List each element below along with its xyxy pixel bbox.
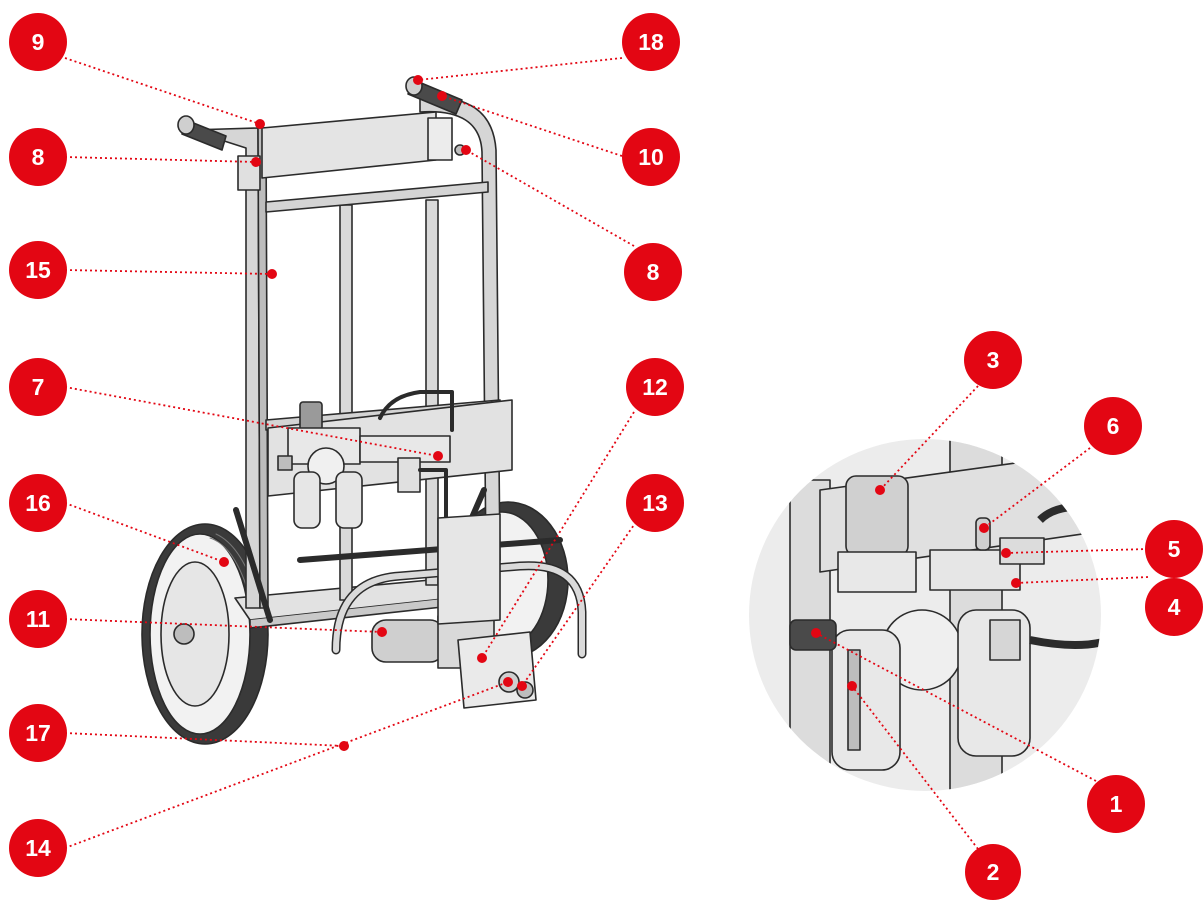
leader-3 [879,385,979,491]
callout-18-label: 18 [638,29,664,55]
frl-detail-inset [749,439,1101,791]
callout-8-top: 8 [9,128,67,186]
callout-5-label: 5 [1168,536,1181,562]
anchor-12 [477,653,487,663]
callout-13: 13 [626,474,684,532]
callout-14-label: 14 [25,835,51,861]
anchor-14 [503,677,513,687]
callout-10: 10 [622,128,680,186]
anchor-7 [433,451,443,461]
callout-6: 6 [1084,397,1142,455]
leader-7 [64,386,439,457]
callout-18: 18 [622,13,680,71]
top-panel [261,111,437,179]
callout-16-label: 16 [25,490,51,516]
hand-truck-illustration [141,76,587,751]
callout-17-label: 17 [25,720,51,746]
anchor-15 [267,269,277,279]
anchor-13 [517,681,527,691]
callout-3: 3 [964,331,1022,389]
callout-11-label: 11 [26,606,51,632]
callout-1-label: 1 [1110,791,1123,817]
anchor-6 [979,523,989,533]
callout-2-label: 2 [987,859,1000,885]
anchor-8b [461,145,471,155]
callout-13-label: 13 [642,490,668,516]
callout-1: 1 [1087,775,1145,833]
leader-18 [417,57,623,81]
leader-13 [521,521,637,687]
anchor-10 [437,91,447,101]
callout-16: 16 [9,474,67,532]
leader-10 [441,95,623,157]
callout-7: 7 [9,358,67,416]
callout-17: 17 [9,704,67,762]
callout-10-label: 10 [638,144,664,170]
anchor-dots [219,75,1021,751]
anchor-4 [1011,578,1021,588]
frl-unit-main [277,390,454,542]
leader-15 [64,269,273,275]
leader-8b [465,149,635,247]
leader-17 [64,732,345,747]
callout-9: 9 [9,13,67,71]
callout-3-label: 3 [987,347,1000,373]
callout-8-right-label: 8 [647,259,660,285]
anchor-2 [847,681,857,691]
callout-6-label: 6 [1107,413,1120,439]
anchor-17 [339,741,349,751]
callout-4-label: 4 [1168,594,1181,620]
leader-4 [1015,576,1149,584]
callout-4: 4 [1145,578,1203,636]
callout-badges: 9 18 8 10 15 8 7 12 [9,13,1203,900]
callout-8-right: 8 [624,243,682,301]
anchor-16 [219,557,229,567]
callout-5: 5 [1145,520,1203,578]
anchor-1 [811,628,821,638]
anchor-11 [377,627,387,637]
callout-8-top-label: 8 [32,144,45,170]
leader-2 [851,685,979,850]
callout-15-label: 15 [25,257,51,283]
leader-14 [64,681,509,849]
leader-6 [983,447,1091,529]
leader-9 [64,57,261,125]
anchor-8a [251,157,261,167]
leader-5 [1005,548,1149,554]
callout-12: 12 [626,358,684,416]
pump-assembly [371,513,537,709]
left-wheel [141,523,269,745]
callout-2: 2 [965,844,1021,900]
leader-8a [64,156,257,163]
callout-12-label: 12 [642,374,668,400]
anchor-5 [1001,548,1011,558]
anchor-3 [875,485,885,495]
callout-7-label: 7 [32,374,45,400]
callout-9-label: 9 [32,29,45,55]
callout-14: 14 [9,819,67,877]
anchor-18 [413,75,423,85]
anchor-9 [255,119,265,129]
callout-11: 11 [9,590,67,648]
callout-15: 15 [9,241,67,299]
leader-12 [481,411,635,659]
leader-16 [64,502,225,563]
leader-lines [64,57,1149,850]
